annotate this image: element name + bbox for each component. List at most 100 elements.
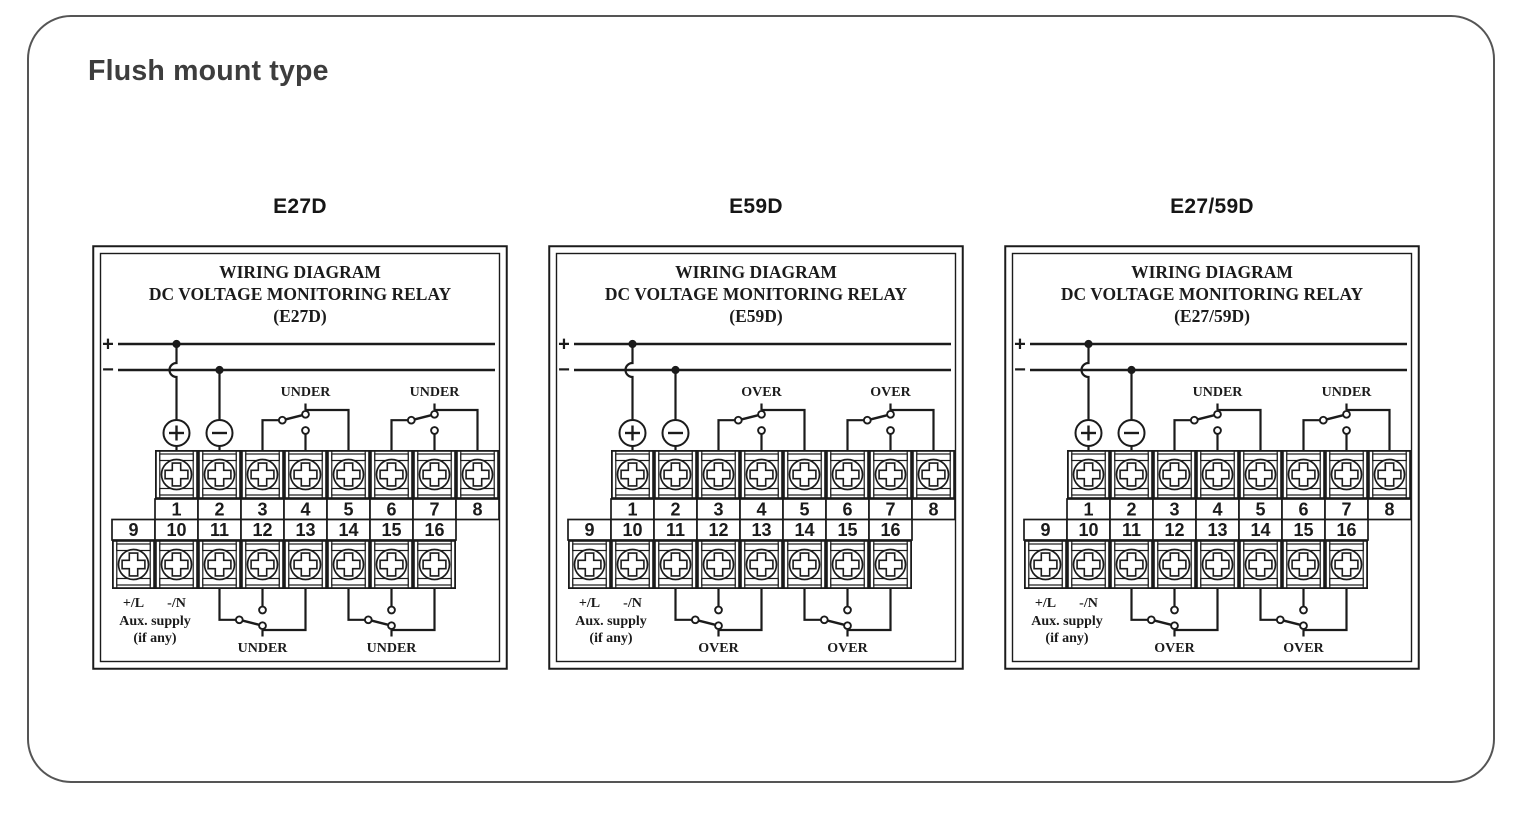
contact-label: OVER: [1154, 641, 1195, 656]
diagram-title-line: (E59D): [729, 306, 783, 326]
diagram-title-line: WIRING DIAGRAM: [219, 262, 381, 282]
contact-point: [277, 415, 287, 425]
terminal-number-cell: 13: [283, 518, 328, 541]
contact-label: UNDER: [1193, 385, 1244, 400]
terminal-number: 1: [1083, 499, 1093, 519]
terminal-number-cell: 13: [739, 518, 784, 541]
terminal-number: 12: [708, 520, 728, 540]
contact-point: [843, 621, 852, 631]
aux-supply-label: -/N: [1079, 596, 1098, 611]
terminal-number-cell: 7: [1324, 498, 1369, 521]
diagram-title-line: WIRING DIAGRAM: [1131, 262, 1293, 282]
terminal-number: 3: [1169, 499, 1179, 519]
terminal-number: 16: [424, 520, 444, 540]
terminal-screw: [283, 449, 327, 499]
minus-terminal-symbol: [205, 419, 234, 450]
terminal-number: 7: [885, 499, 895, 519]
terminal-number: 6: [1298, 499, 1308, 519]
terminal-screw: [240, 449, 284, 499]
terminal-number-cell: 16: [868, 518, 913, 541]
terminal-screw: [155, 539, 199, 589]
screw-cross-icon: [1119, 552, 1144, 577]
terminal-number: 8: [1384, 499, 1394, 519]
terminal-number-cell: 4: [739, 498, 784, 521]
terminal-number: 7: [429, 499, 439, 519]
top-relay-contact: OVER: [846, 385, 935, 450]
terminal-number-cell: 4: [283, 498, 328, 521]
terminal-number-cell: 5: [326, 498, 371, 521]
terminal-screw: [825, 539, 869, 589]
screw-cross-icon: [792, 462, 817, 487]
screw-cross-icon: [620, 552, 645, 577]
contact-point: [1213, 426, 1222, 435]
terminal-number: 11: [210, 520, 229, 540]
screw-cross-icon: [1291, 462, 1316, 487]
contact-point: [301, 409, 310, 419]
terminal-number-cell: 9: [567, 518, 612, 541]
terminal-screw: [611, 449, 655, 499]
contact-point: [1299, 605, 1308, 615]
terminal-number-cell: 10: [610, 518, 655, 541]
plus-terminal-symbol: [162, 419, 191, 450]
terminal-number: 6: [842, 499, 852, 519]
screw-cross-icon: [1205, 462, 1230, 487]
terminal-number: 1: [627, 499, 637, 519]
terminal-number-cell: 13: [1195, 518, 1240, 541]
aux-supply-label: +/L: [1035, 596, 1056, 611]
contact-point: [1170, 621, 1179, 631]
contact-label: OVER: [1283, 641, 1324, 656]
screw-cross-icon: [336, 552, 361, 577]
panel-inner-border: [555, 252, 957, 663]
contact-point: [733, 415, 743, 425]
aux-supply-label: Aux. supply: [1031, 614, 1103, 629]
contact-label: OVER: [870, 385, 911, 400]
screw-cross-icon: [1291, 552, 1316, 577]
terminal-screw: [696, 449, 740, 499]
screw-cross-icon: [835, 552, 860, 577]
terminal-screw: [1152, 449, 1196, 499]
plus-terminal-symbol: [618, 419, 647, 450]
contact-point: [1189, 415, 1199, 425]
diagram-title-line: WIRING DIAGRAM: [675, 262, 837, 282]
terminal-screw: [782, 449, 826, 499]
screw-cross-icon: [293, 462, 318, 487]
contact-label: UNDER: [367, 641, 418, 656]
bottom-relay-contact: OVER: [674, 589, 763, 656]
screw-cross-icon: [1162, 552, 1187, 577]
minus-terminal-symbol: [1117, 419, 1146, 450]
contact-point: [862, 415, 872, 425]
terminal-screw: [696, 539, 740, 589]
contact-label: OVER: [741, 385, 782, 400]
contact-point: [258, 605, 267, 615]
terminal-number: 4: [756, 499, 766, 519]
terminal-number: 5: [1255, 499, 1265, 519]
terminal-number-cell: 8: [1367, 498, 1412, 521]
screw-cross-icon: [835, 462, 860, 487]
contact-point: [234, 615, 244, 625]
terminal-number: 11: [666, 520, 685, 540]
screw-cross-icon: [465, 462, 490, 487]
terminal-number-cell: 2: [197, 498, 242, 521]
terminal-number-cell: 16: [412, 518, 457, 541]
contact-point: [1342, 409, 1351, 419]
terminal-number: 16: [1336, 520, 1356, 540]
terminal-number-cell: 16: [1324, 518, 1369, 541]
contact-point: [1299, 621, 1308, 631]
terminal-screw: [1110, 539, 1154, 589]
terminal-screw: [455, 449, 499, 499]
terminal-screw: [782, 539, 826, 589]
contact-label: UNDER: [238, 641, 289, 656]
model-label: E27D: [273, 195, 327, 218]
terminal-screw: [412, 449, 456, 499]
contact-label: UNDER: [410, 385, 461, 400]
terminal-screw: [198, 449, 242, 499]
screw-cross-icon: [164, 552, 189, 577]
contact-point: [387, 605, 396, 615]
terminal-number: 2: [1126, 499, 1136, 519]
terminal-number: 2: [670, 499, 680, 519]
contact-point: [757, 409, 766, 419]
